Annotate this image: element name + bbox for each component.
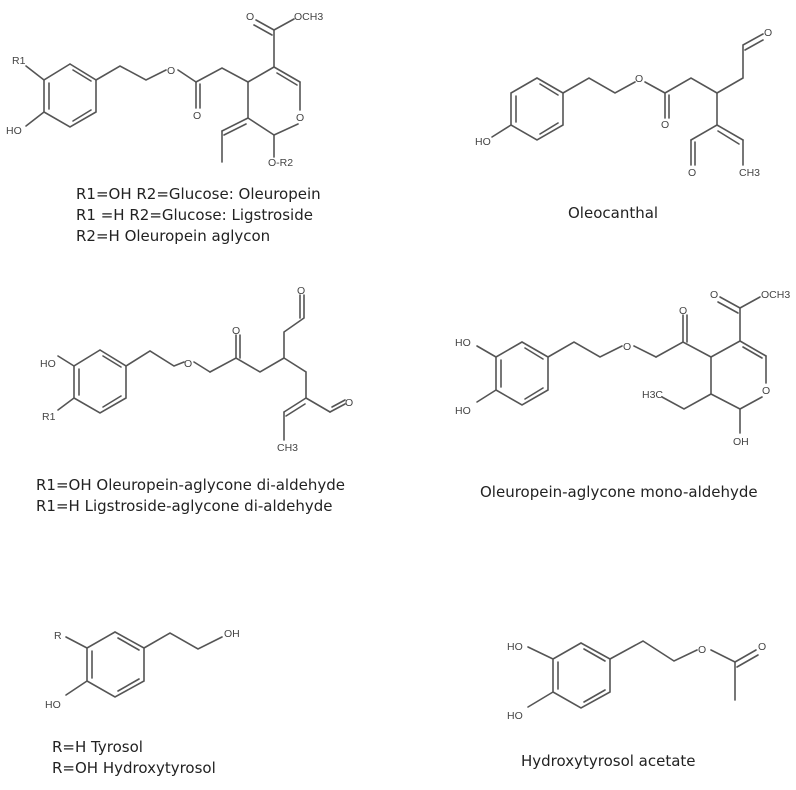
di-aldehyde-structure: HO R1 O O O O CH3	[40, 285, 353, 454]
caption-di-aldehyde: R1=OH Oleuropein-aglycone di-aldehyde R1…	[36, 475, 345, 517]
atom-label-carbonyl-o: O	[193, 110, 201, 122]
atom-label-ch3: CH3	[739, 167, 760, 179]
caption-tyrosol: R=H Tyrosol R=OH Hydroxytyrosol	[52, 737, 216, 779]
atom-label-ring-o: O	[762, 385, 770, 397]
mono-aldehyde-structure: HO HO O O O OCH3 H3C O OH	[455, 289, 790, 448]
atom-label-ch3: CH3	[277, 442, 298, 454]
panel-tyrosol: R HO OH R=H Tyrosol R=OH Hydroxytyrosol	[0, 580, 400, 790]
atom-label-ho: HO	[6, 125, 22, 137]
atom-label-ester-o: O	[698, 644, 706, 656]
caption-line: R1=OH R2=Glucose: Oleuropein	[76, 185, 321, 203]
atom-label-or2: O-R2	[268, 157, 293, 169]
atom-label-h3c: H3C	[642, 389, 663, 401]
atom-label-ho: HO	[40, 358, 56, 370]
caption-oleuropein: R1=OH R2=Glucose: Oleuropein R1 =H R2=Gl…	[76, 184, 321, 247]
oleuropein-structure: R1 HO O O O O OCH3 O-R2	[6, 11, 323, 169]
atom-label-oh: OH	[733, 436, 749, 448]
atom-label-r1: R1	[12, 55, 26, 67]
atom-label-aldehyde-top-o: O	[764, 27, 772, 39]
panel-oleocanthal: HO O O O O CH3 Oleocanthal	[400, 0, 796, 260]
atom-label-ketone-o: O	[679, 305, 687, 317]
caption-line: R1 =H R2=Glucose: Ligstroside	[76, 206, 313, 224]
caption-line: Hydroxytyrosol acetate	[521, 752, 696, 770]
atom-label-ester-top-o: O	[246, 11, 254, 23]
atom-label-ho-bottom: HO	[507, 710, 523, 722]
atom-label-r1: R1	[42, 411, 56, 423]
caption-oleocanthal: Oleocanthal	[568, 203, 658, 224]
atom-label-carbonyl-o: O	[661, 119, 669, 131]
atom-label-aldehyde-right-o: O	[345, 397, 353, 409]
atom-label-ho-top: HO	[507, 641, 523, 653]
atom-label-ether-o: O	[623, 341, 631, 353]
atom-label-och3: OCH3	[294, 11, 323, 23]
panel-oleuropein: R1 HO O O O O OCH3 O-R2 R1=OH R2=Glucose…	[0, 0, 400, 260]
atom-label-ester-o: O	[710, 289, 718, 301]
caption-line: R1=H Ligstroside-aglycone di-aldehyde	[36, 497, 333, 515]
oleocanthal-structure: HO O O O O CH3	[475, 27, 772, 179]
hydroxytyrosol-acetate-structure: HO HO O O	[507, 640, 766, 722]
atom-label-oh: OH	[224, 628, 240, 640]
atom-label-ketone-o: O	[232, 325, 240, 337]
caption-line: Oleocanthal	[568, 204, 659, 222]
caption-line: Oleuropein-aglycone mono-aldehyde	[480, 483, 758, 501]
caption-line: R1=OH Oleuropein-aglycone di-aldehyde	[36, 476, 345, 494]
panel-hydroxytyrosol-acetate: HO HO O O Hydroxytyrosol acetate	[400, 580, 796, 790]
atom-label-ester-o: O	[635, 73, 643, 85]
atom-label-ho: HO	[475, 136, 491, 148]
atom-label-ring-o: O	[296, 112, 304, 124]
atom-label-aldehyde-top-o: O	[297, 285, 305, 297]
caption-line: R=OH Hydroxytyrosol	[52, 759, 216, 777]
atom-label-ether-o: O	[184, 358, 192, 370]
atom-label-ho-top: HO	[455, 337, 471, 349]
atom-label-ho-bottom: HO	[455, 405, 471, 417]
caption-line: R2=H Oleuropein aglycon	[76, 227, 271, 245]
atom-label-och3: OCH3	[761, 289, 790, 301]
panel-di-aldehyde: HO R1 O O O O CH3 R1=OH Oleuropein-aglyc…	[0, 270, 400, 530]
caption-hydroxytyrosol-acetate: Hydroxytyrosol acetate	[521, 751, 696, 772]
atom-label-ester-o: O	[167, 65, 175, 77]
atom-label-r: R	[54, 630, 62, 642]
atom-label-aldehyde-bottom-o: O	[688, 167, 696, 179]
tyrosol-structure: R HO OH	[45, 628, 240, 711]
caption-mono-aldehyde: Oleuropein-aglycone mono-aldehyde	[480, 482, 758, 503]
panel-mono-aldehyde: HO HO O O O OCH3 H3C O OH Oleuropein-agl…	[400, 270, 796, 530]
caption-line: R=H Tyrosol	[52, 738, 143, 756]
atom-label-carbonyl-o: O	[758, 641, 766, 653]
atom-label-ho: HO	[45, 699, 61, 711]
